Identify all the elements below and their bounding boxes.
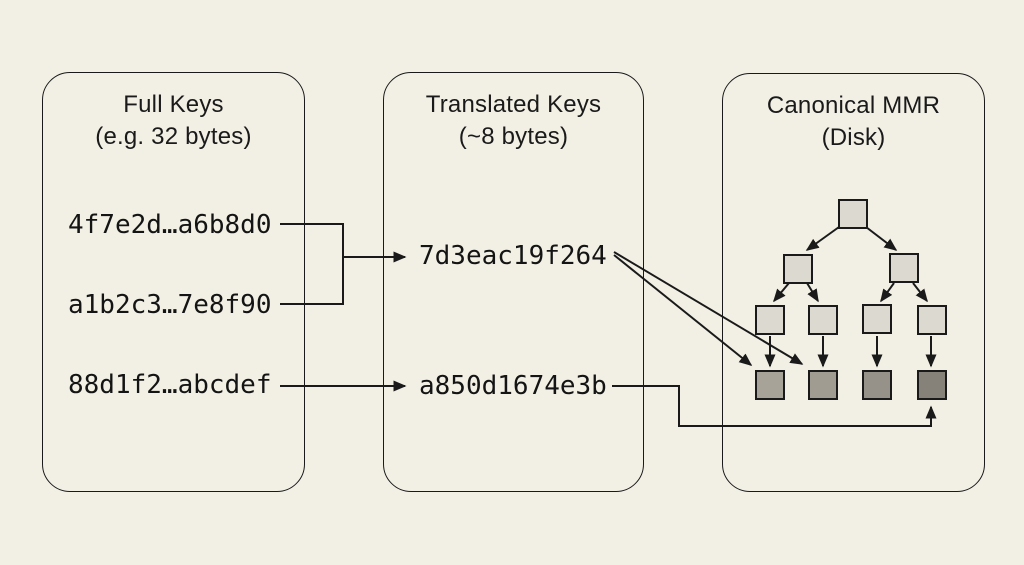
full-key-3: 88d1f2…abcdef <box>68 370 272 400</box>
mmr-internal-node-right <box>889 253 919 283</box>
translated-key-2: a850d1674e3b <box>419 371 607 401</box>
full-keys-title-block: Full Keys (e.g. 32 bytes) <box>43 89 304 153</box>
translated-keys-subtitle: (~8 bytes) <box>458 123 569 150</box>
full-key-2: a1b2c3…7e8f90 <box>68 290 272 320</box>
panel-canonical-mmr: Canonical MMR (Disk) <box>722 73 985 492</box>
mmr-leaf-node-3 <box>862 370 892 400</box>
canonical-mmr-title-block: Canonical MMR (Disk) <box>723 90 984 154</box>
mmr-level2-node-3 <box>862 304 892 334</box>
full-key-1: 4f7e2d…a6b8d0 <box>68 210 272 240</box>
canonical-mmr-title: Canonical MMR <box>766 92 941 119</box>
full-keys-subtitle: (e.g. 32 bytes) <box>95 123 252 150</box>
canonical-mmr-subtitle: (Disk) <box>821 124 886 151</box>
mmr-level2-node-1 <box>755 305 785 335</box>
mmr-level2-node-4 <box>917 305 947 335</box>
panel-translated-keys: Translated Keys (~8 bytes) <box>383 72 644 492</box>
panel-full-keys: Full Keys (e.g. 32 bytes) <box>42 72 305 492</box>
mmr-leaf-node-1 <box>755 370 785 400</box>
full-keys-title: Full Keys <box>123 91 224 118</box>
mmr-root-node <box>838 199 868 229</box>
mmr-level2-node-2 <box>808 305 838 335</box>
mmr-leaf-node-4 <box>917 370 947 400</box>
translated-keys-title-block: Translated Keys (~8 bytes) <box>384 89 643 153</box>
mmr-internal-node-left <box>783 254 813 284</box>
translated-key-1: 7d3eac19f264 <box>419 241 607 271</box>
mmr-leaf-node-2 <box>808 370 838 400</box>
translated-keys-title: Translated Keys <box>425 91 602 118</box>
